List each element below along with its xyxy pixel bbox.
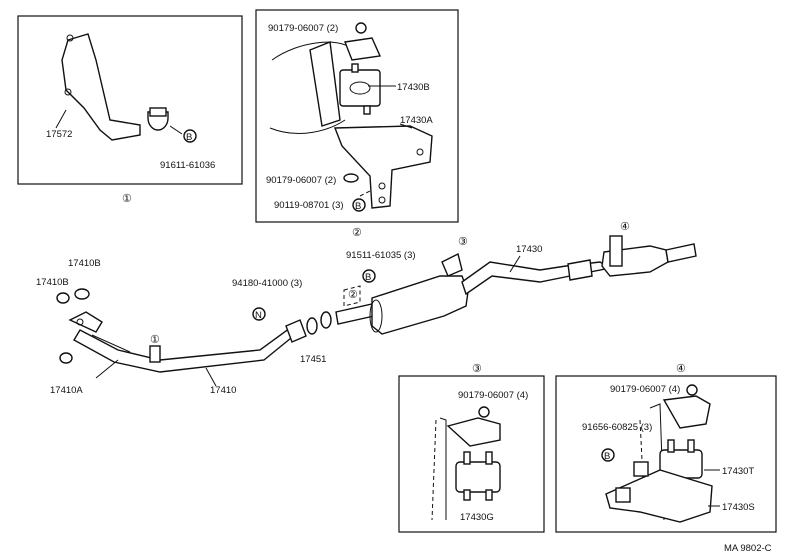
b-icon-2 [352, 198, 366, 212]
label-90179-06007-4b: 90179-06007 (4) [610, 384, 680, 395]
nut-17410b [74, 288, 90, 300]
b-marker-4: B [604, 451, 610, 462]
n-marker: N [255, 310, 262, 321]
gasket-17451 [306, 317, 318, 335]
main-assembly: N B 17410B 17410B 17410A 17410 17451 941… [36, 221, 697, 396]
upper-mount-plate [344, 37, 382, 61]
rubber-mount-17430b [339, 69, 381, 107]
muffler [371, 275, 469, 335]
nut-t-icon [686, 384, 698, 396]
bracket-17572 [61, 33, 141, 141]
detail-box-1-frame [17, 15, 243, 185]
label-17430t: 17430T [722, 466, 754, 477]
detail-box-3: ③ 90179-06007 (4) 17430G [398, 363, 545, 533]
label-17451: 17451 [300, 354, 326, 365]
marker-1-box: ① [122, 193, 132, 205]
marker-4-main: ④ [620, 221, 630, 233]
label-17410: 17410 [210, 385, 236, 396]
detail-box-1: 17572 B 91611-61036 ① [17, 15, 243, 205]
detail-box-4-frame [555, 375, 777, 533]
label-91611-61036: 91611-61036 [160, 160, 215, 171]
detail-box-3-frame [398, 375, 545, 533]
flange [68, 311, 103, 333]
label-94180-41000: 94180-41000 (3) [232, 278, 302, 289]
label-17430b: 17430B [397, 82, 430, 93]
detail-box-2-frame [255, 9, 459, 223]
marker-4-box: ④ [676, 363, 686, 375]
label-90179-06007-2b: 90179-06007 (2) [266, 175, 336, 186]
detail-box-4: ④ B 90179-06007 (4) 91656-60825 (3) 1743… [555, 363, 777, 533]
label-17410a: 17410A [50, 385, 83, 396]
detail-box-2: 90179-06007 (2) 17430B 17430A 90179-0600… [255, 9, 459, 239]
label-90179-06007-2a: 90179-06007 (2) [268, 23, 338, 34]
label-91656-60825: 91656-60825 (3) [582, 422, 652, 433]
label-90119-08701: 90119-08701 (3) [274, 200, 344, 211]
label-17430: 17430 [516, 244, 542, 255]
tail-tip [665, 243, 697, 263]
front-pipe-17410 [73, 327, 298, 373]
label-17572: 17572 [46, 129, 72, 140]
b-marker-2: B [355, 201, 361, 212]
marker-2-box: ② [352, 227, 362, 239]
washer-17410b [56, 292, 70, 304]
label-91511-61035: 91511-61035 (3) [346, 250, 416, 261]
label-17410b: 17410B [68, 258, 101, 269]
marker-1-main: ① [150, 334, 160, 346]
b-icon [183, 129, 197, 143]
label-17430g: 17430G [460, 512, 494, 523]
b-icon-3 [362, 269, 376, 283]
label-17410b-2: 17410B [36, 277, 69, 288]
marker-3-main: ③ [458, 236, 468, 248]
nut-top-icon [355, 22, 367, 34]
label-17430a: 17430A [400, 115, 433, 126]
bracket-17430s [605, 469, 713, 523]
pipe-flange [285, 319, 307, 343]
b-marker: B [186, 132, 192, 143]
nut-icon [343, 173, 359, 183]
label-17430s: 17430S [722, 502, 755, 513]
diagram-code: MA 9802-C [724, 543, 772, 554]
rubber-mount-17430g [455, 461, 501, 493]
bracket-17430a [333, 125, 433, 209]
b-icon-4 [601, 448, 615, 462]
frame-rail [309, 41, 341, 127]
label-90179-06007-4a: 90179-06007 (4) [458, 390, 528, 401]
upper-plate-t [662, 395, 711, 429]
n-icon [252, 307, 266, 321]
upper-plate-g [446, 417, 501, 447]
b-marker-3: B [365, 272, 371, 283]
marker-2-main: ② [348, 289, 358, 301]
nut-17410a [59, 352, 73, 364]
marker-3-box: ③ [472, 363, 482, 375]
nut-g-icon [478, 406, 490, 418]
